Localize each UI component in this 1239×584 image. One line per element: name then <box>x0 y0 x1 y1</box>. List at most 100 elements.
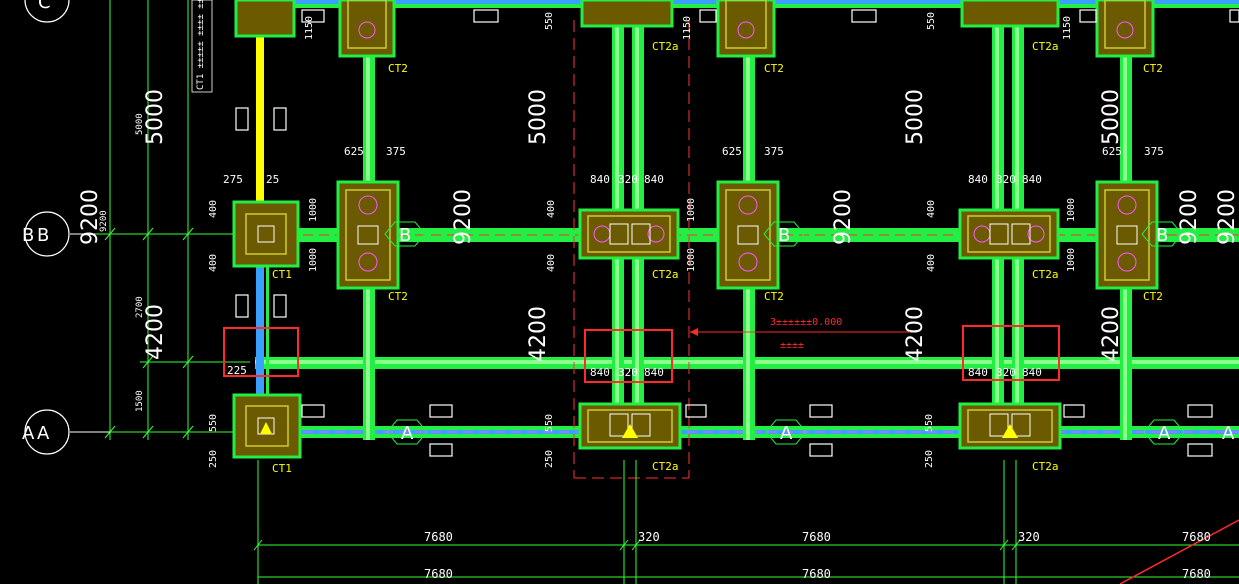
dim-span-9200-4: 9200 <box>1215 189 1239 245</box>
hex-A-label-1: A <box>401 423 414 444</box>
dim-840-2a: 840 <box>968 173 988 186</box>
hex-B-label-2: B <box>778 225 790 246</box>
dim-400-mid-3: 400 <box>926 200 937 218</box>
dim-1000-1: 1000 <box>308 198 319 222</box>
footing-CT2-B-3: CT2 <box>1095 180 1163 303</box>
dim-840-3b: 840 <box>644 366 664 379</box>
dim-left-9200: 9200 <box>78 189 103 245</box>
dim-span-4200-1: 4200 <box>526 306 551 362</box>
footing-CT2-B-1: CT2 <box>336 180 408 303</box>
hex-A-label-2: A <box>780 423 793 444</box>
dim-840-4a: 840 <box>968 366 988 379</box>
axis-bubble-C: C <box>24 0 70 23</box>
dim-840-2b: 840 <box>1022 173 1042 186</box>
tag-ct2-B-2: CT2 <box>764 290 784 303</box>
tag-ct2-top-3: CT2 <box>1143 62 1163 75</box>
dim-550-top-2: 550 <box>926 12 937 30</box>
bottom-dim-7: 7680 <box>802 567 831 581</box>
dim-375-3: 375 <box>1144 145 1164 158</box>
bottom-dim-3: 7680 <box>802 530 831 544</box>
red-note-line2: ±±±± <box>780 340 804 351</box>
footing-CT1-A: CT1 <box>232 393 302 475</box>
footing-CT2a-B-2: CT2a <box>958 208 1060 281</box>
dim-625-1: 625 <box>344 145 364 158</box>
axis-label-A: A <box>37 423 50 444</box>
bottom-dim-text: 7680 320 7680 320 7680 7680 7680 7680 <box>424 530 1211 581</box>
dim-left-4200: 4200 <box>143 304 168 360</box>
left-column-line <box>256 0 269 442</box>
dim-400-mid-1: 400 <box>546 200 557 218</box>
dim-400-mid-2: 400 <box>546 254 557 272</box>
dim-400-left-2: 400 <box>208 254 219 272</box>
small-dims: 625 375 625 375 625 375 275 25 225 840 3… <box>208 12 1164 468</box>
tag-ct2a-B-1: CT2a <box>652 268 679 281</box>
dim-225: 225 <box>227 364 247 377</box>
dim-840-1b: 840 <box>644 173 664 186</box>
bottom-dimensions <box>253 460 1239 584</box>
red-note-line1: 3±±±±±±0.000 <box>770 317 842 328</box>
tag-ct2-top-1: CT2 <box>388 62 408 75</box>
dim-1150-1: 1150 <box>304 16 315 40</box>
dim-1150-2: 1150 <box>682 16 693 40</box>
dim-400-mid-4: 400 <box>926 254 937 272</box>
axis-label-B-outer: B <box>22 225 34 246</box>
hex-A-labels: A A A A <box>386 419 1235 445</box>
dim-840-1a: 840 <box>590 173 610 186</box>
red-diagonal-line <box>1119 519 1239 584</box>
dim-320-3: 320 <box>618 366 638 379</box>
bottom-dim-4: 320 <box>1018 530 1040 544</box>
dim-375-2: 375 <box>764 145 784 158</box>
dim-375-1: 375 <box>386 145 406 158</box>
hex-A-label-4: A <box>1222 423 1235 444</box>
tag-ct2a-B-2: CT2a <box>1032 268 1059 281</box>
dim-span-9200-3: 9200 <box>1177 189 1202 245</box>
dim-320-2: 320 <box>996 173 1016 186</box>
dim-275: 275 <box>223 173 243 186</box>
footing-CT1-top <box>234 0 296 38</box>
axis-bubble-B: B B <box>22 211 95 257</box>
dim-250-1: 250 <box>208 450 219 468</box>
dim-1000-6: 1000 <box>1066 248 1077 272</box>
tag-ct2a-A-2: CT2a <box>1032 460 1059 473</box>
tag-ct2-top-2: CT2 <box>764 62 784 75</box>
dim-1000-4: 1000 <box>686 248 697 272</box>
dim-840-3a: 840 <box>590 366 610 379</box>
dim-840-4b: 840 <box>1022 366 1042 379</box>
dim-400-left-1: 400 <box>208 200 219 218</box>
dim-25: 25 <box>266 173 279 186</box>
openings <box>235 9 1239 457</box>
dim-span-4200-2: 4200 <box>903 306 928 362</box>
footing-CT1-B: CT1 <box>232 200 300 281</box>
tag-ct1-A: CT1 <box>272 462 292 475</box>
hex-A-label-3: A <box>1158 423 1171 444</box>
tag-ct2a-top-2: CT2a <box>1032 40 1059 53</box>
hex-B-label-3: B <box>1156 225 1168 246</box>
axis-bubble-A: A A <box>22 409 110 455</box>
left-dimension-lines <box>95 0 250 440</box>
dim-span-5000-1: 5000 <box>526 89 551 145</box>
tag-ct2-B-1: CT2 <box>388 290 408 303</box>
dim-left-2700-small: 2700 <box>135 296 145 318</box>
dim-550-1: 550 <box>208 414 219 432</box>
dim-span-4200-3: 4200 <box>1099 306 1124 362</box>
hex-B-labels: B B B <box>384 221 1183 247</box>
highlight-boxes <box>223 325 1060 383</box>
dim-1000-3: 1000 <box>686 198 697 222</box>
dim-1150-3: 1150 <box>1062 16 1073 40</box>
red-note: 3±±±±±±0.000 ±±±± <box>690 317 910 351</box>
dim-span-9200-1: 9200 <box>451 189 476 245</box>
dim-550-3: 550 <box>924 414 935 432</box>
footing-CT2-top-1: CT2 <box>338 0 408 75</box>
dim-550-2: 550 <box>544 414 555 432</box>
dim-span-9200-2: 9200 <box>831 189 856 245</box>
svg-text:C: C <box>38 0 51 13</box>
bottom-dim-6: 7680 <box>424 567 453 581</box>
hex-B-label-1: B <box>399 225 411 246</box>
dim-550-top-1: 550 <box>544 12 555 30</box>
dim-left-9200-small: 9200 <box>99 210 109 232</box>
bottom-dim-8: 7680 <box>1182 567 1211 581</box>
tag-ct2a-top-1: CT2a <box>652 40 679 53</box>
bottom-dim-1: 7680 <box>424 530 453 544</box>
tag-ct2a-A-1: CT2a <box>652 460 679 473</box>
